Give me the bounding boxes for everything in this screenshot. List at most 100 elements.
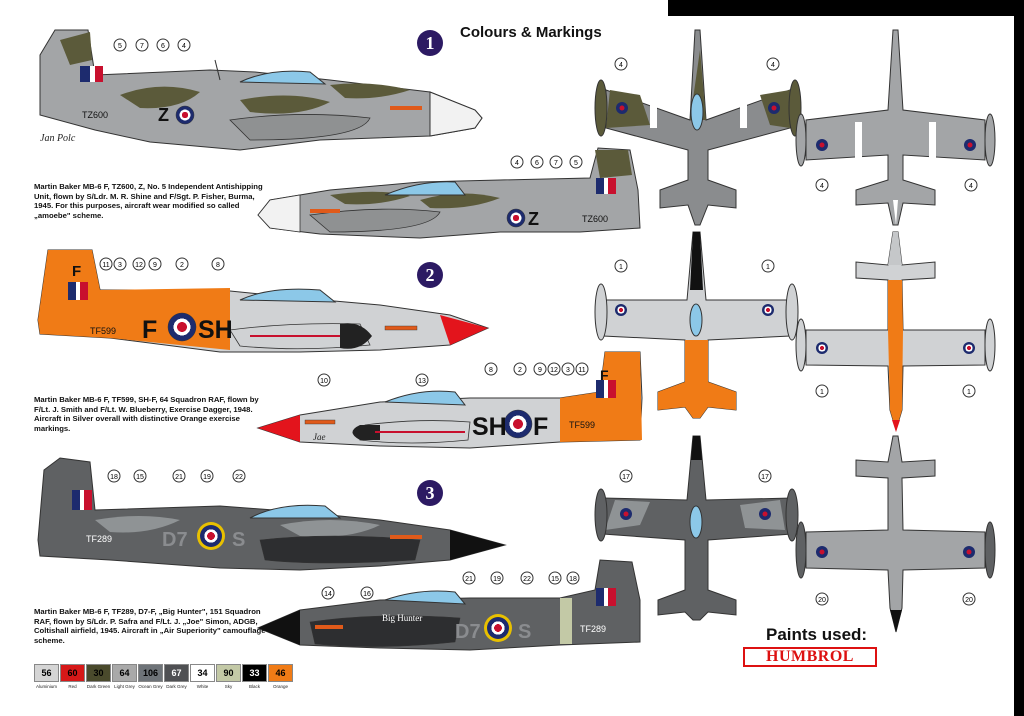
svg-text:2: 2 — [180, 262, 184, 269]
scheme-3-plan-lower — [795, 435, 996, 633]
paint-swatch-label: Light Grey — [114, 684, 135, 689]
scheme-3-top-code-left: D7 — [162, 529, 188, 551]
svg-text:14: 14 — [324, 591, 332, 598]
svg-text:1: 1 — [820, 389, 824, 396]
scheme-3-top-serial: TF289 — [86, 534, 112, 544]
svg-text:4: 4 — [969, 183, 973, 190]
svg-text:11: 11 — [578, 367, 585, 374]
scheme-2-top-code-left: F — [142, 316, 157, 344]
artist-signature: Jan Polc — [40, 133, 76, 144]
svg-text:6: 6 — [535, 160, 539, 167]
svg-text:22: 22 — [235, 474, 243, 481]
svg-text:18: 18 — [110, 474, 118, 481]
scheme-3-plan-upper — [594, 435, 799, 621]
paint-swatch: 67 — [164, 664, 189, 682]
scheme-3-top-code-right: S — [232, 529, 245, 551]
svg-text:16: 16 — [363, 591, 371, 598]
scheme-1-plan-callouts: 4 4 4 4 — [614, 57, 978, 192]
svg-text:1: 1 — [967, 389, 971, 396]
scheme-2-fin-letter: F — [72, 263, 81, 280]
svg-text:7: 7 — [554, 160, 558, 167]
svg-text:22: 22 — [523, 576, 531, 583]
svg-text:17: 17 — [761, 474, 769, 481]
svg-text:4: 4 — [771, 62, 775, 69]
svg-text:10: 10 — [320, 378, 328, 385]
paint-swatch: 30 — [86, 664, 111, 682]
scheme-3-nose-name: Big Hunter — [382, 613, 422, 623]
svg-text:5: 5 — [574, 160, 578, 167]
scheme-3-bottom-code-right: S — [518, 621, 531, 643]
scheme-1-profile-left: Z TZ600 — [39, 29, 483, 151]
svg-text:21: 21 — [465, 576, 473, 583]
humbrol-logo: HUMBROL — [743, 647, 877, 667]
paint-swatch-label: Ocean Grey — [138, 684, 163, 689]
svg-text:21: 21 — [175, 474, 183, 481]
svg-text:18: 18 — [569, 576, 577, 583]
svg-text:4: 4 — [619, 62, 623, 69]
black-frame-top — [668, 0, 1024, 16]
paint-swatch-label: Aluminium — [35, 684, 57, 689]
scheme-2-nose-name: Jae — [313, 432, 326, 442]
scheme-2-bottom-code-right: F — [533, 413, 548, 441]
scheme-2-plan-lower — [795, 231, 996, 432]
svg-text:4: 4 — [820, 183, 824, 190]
svg-text:8: 8 — [489, 367, 493, 374]
scheme-2-profile-right: F SH F TF599 Jae — [256, 351, 643, 449]
scheme-1-bottom-callouts: 4 6 7 5 — [510, 155, 583, 169]
humbrol-logo-text: HUMBROL — [766, 648, 854, 665]
scheme-1-bottom-serial: TZ600 — [582, 214, 608, 224]
scheme-3-profile-left: D7 S TF289 — [37, 457, 507, 571]
paints-used-title: Paints used: — [766, 625, 868, 644]
paint-swatch-label: Black — [248, 684, 260, 689]
scheme-2-top-serial: TF599 — [90, 326, 116, 336]
paint-swatch: 33 — [242, 664, 267, 682]
paint-swatch: 56 — [34, 664, 59, 682]
svg-text:17: 17 — [622, 474, 630, 481]
paint-swatch-label: Dark Grey — [166, 684, 187, 689]
paint-swatch-label: Sky — [224, 684, 233, 689]
scheme-1-top-serial: TZ600 — [82, 110, 108, 120]
scheme-2-top-callouts: 11 3 12 9 2 8 — [99, 257, 225, 271]
svg-text:19: 19 — [203, 474, 211, 481]
svg-text:13: 13 — [418, 378, 426, 385]
scheme-2-badge: 2 — [417, 262, 443, 288]
paint-swatch-label: White — [196, 684, 209, 689]
paint-swatch-label: Orange — [272, 684, 288, 689]
scheme-1-badge: 1 — [417, 30, 443, 56]
svg-text:1: 1 — [766, 264, 770, 271]
scheme-1-profile-right: Z TZ600 — [257, 147, 641, 239]
svg-text:1: 1 — [619, 264, 623, 271]
scheme-2-top-code-right: SH — [198, 316, 233, 344]
scheme-2-profile-left: F TF599 F SH — [37, 249, 490, 353]
scheme-1-top-callouts: 5 7 6 4 — [113, 38, 191, 52]
svg-text:2: 2 — [518, 367, 522, 374]
page-title: Colours & Markings — [460, 24, 602, 41]
scheme-2-description: Martin Baker MB-6 F, TF599, SH-F, 64 Squ… — [34, 395, 259, 433]
svg-text:5: 5 — [118, 43, 122, 50]
svg-text:3: 3 — [118, 262, 122, 269]
paint-swatch-label: Dark Green — [86, 684, 111, 689]
paint-swatch: 64 — [112, 664, 137, 682]
scheme-2-bottom-code-left: SH — [472, 413, 507, 441]
scheme-1-plan-lower — [795, 29, 996, 226]
black-frame-right — [1014, 0, 1024, 716]
svg-text:12: 12 — [550, 367, 558, 374]
svg-text:19: 19 — [493, 576, 501, 583]
scheme-3-description: Martin Baker MB-6 F, TF289, D7-F, „Big H… — [34, 607, 266, 645]
svg-text:7: 7 — [140, 43, 144, 50]
scheme-1-description: Martin Baker MB-6 F, TZ600, Z, No. 5 Ind… — [34, 182, 263, 220]
svg-text:9: 9 — [538, 367, 542, 374]
svg-text:20: 20 — [818, 597, 826, 604]
scheme-3-badge: 3 — [417, 480, 443, 506]
scheme-2-plan-upper — [594, 231, 799, 419]
scheme-2-plan-callouts: 1 1 1 1 — [614, 259, 976, 398]
scheme-3-bottom-callouts: 14 16 21 19 22 15 18 — [321, 571, 580, 600]
paint-swatch: 60 — [60, 664, 85, 682]
svg-text:20: 20 — [965, 597, 973, 604]
scheme-1-bottom-code: Z — [528, 209, 539, 229]
paint-swatch: 46 — [268, 664, 293, 682]
